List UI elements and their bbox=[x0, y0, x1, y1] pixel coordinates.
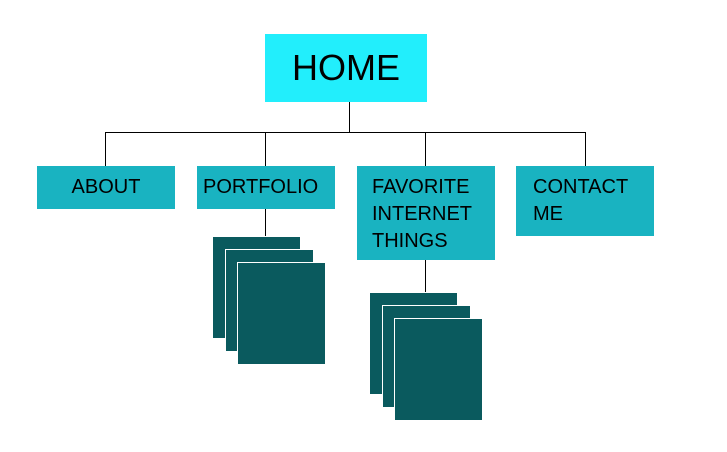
portfolio-branch-line bbox=[265, 132, 266, 166]
about-branch-line bbox=[105, 132, 106, 166]
home-stem-line bbox=[349, 102, 350, 133]
contact-me-node[interactable]: CONTACT ME bbox=[516, 166, 654, 236]
portfolio-label: PORTFOLIO bbox=[203, 176, 319, 198]
portfolio-pages-line bbox=[265, 209, 266, 237]
favorites-label-line-1: FAVORITE bbox=[372, 176, 470, 198]
portfolio-page-3 bbox=[237, 262, 326, 365]
favorites-page-3 bbox=[394, 318, 483, 421]
about-label: ABOUT bbox=[71, 176, 141, 198]
contact-label-line-1: CONTACT bbox=[533, 176, 629, 198]
home-node[interactable]: HOME bbox=[265, 34, 427, 102]
contact-branch-line bbox=[585, 132, 586, 166]
favorites-branch-line bbox=[425, 132, 426, 166]
branch-horizontal-line bbox=[105, 132, 586, 133]
portfolio-node[interactable]: PORTFOLIO bbox=[197, 166, 335, 209]
favorites-pages-line bbox=[425, 260, 426, 293]
favorite-internet-things-node[interactable]: FAVORITE INTERNET THINGS bbox=[357, 166, 495, 260]
home-label: HOME bbox=[292, 47, 400, 88]
favorites-label-line-2: INTERNET bbox=[372, 203, 472, 225]
contact-label-line-2: ME bbox=[533, 203, 563, 225]
favorites-label-line-3: THINGS bbox=[372, 230, 448, 252]
about-node[interactable]: ABOUT bbox=[37, 166, 175, 209]
